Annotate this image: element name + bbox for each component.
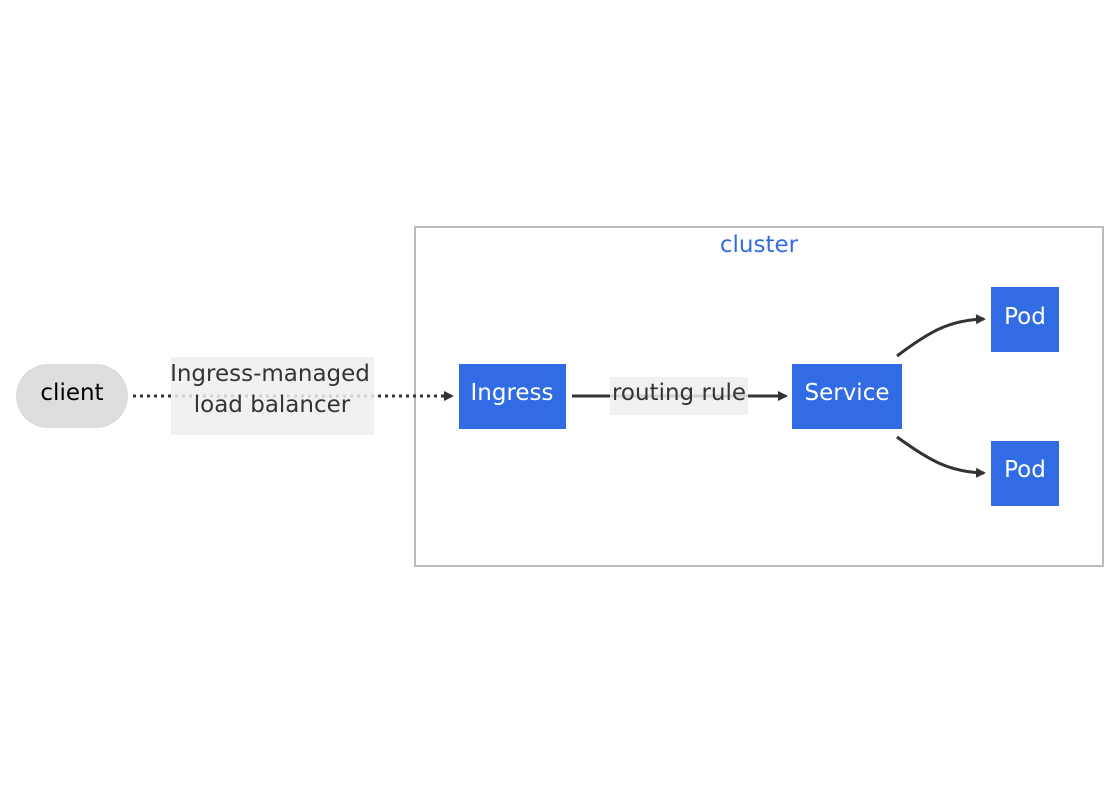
cluster-label: cluster bbox=[720, 232, 799, 258]
edge-label-load-balancer: Ingress-managed load balancer bbox=[170, 357, 374, 435]
node-pod-bottom[interactable]: Pod bbox=[991, 441, 1059, 506]
edge-service-to-pod-bottom bbox=[896, 435, 986, 478]
service-shape bbox=[792, 364, 902, 429]
pod-bottom-label: Pod bbox=[1004, 457, 1046, 483]
pod-top-label: Pod bbox=[1004, 304, 1046, 330]
client-label: client bbox=[40, 380, 103, 406]
client-shape bbox=[16, 364, 128, 428]
node-service[interactable]: Service bbox=[792, 364, 902, 429]
edge-label-background bbox=[610, 377, 748, 415]
edge-curve-top bbox=[896, 314, 986, 358]
ingress-label: Ingress bbox=[470, 380, 553, 406]
edge-label-background bbox=[171, 357, 374, 435]
edge-service-to-pod-top bbox=[896, 314, 986, 358]
service-label: Service bbox=[804, 380, 889, 406]
edge-curve-bottom bbox=[896, 435, 986, 478]
pod-bottom-shape bbox=[991, 441, 1059, 506]
edge-label-line-1: Ingress-managed bbox=[170, 361, 370, 387]
edge-label-routing: routing rule bbox=[612, 380, 746, 406]
ingress-shape bbox=[459, 364, 566, 429]
pod-top-shape bbox=[991, 287, 1059, 352]
node-pod-top[interactable]: Pod bbox=[991, 287, 1059, 352]
node-client[interactable]: client bbox=[16, 364, 128, 428]
edge-label-line-2: load balancer bbox=[194, 392, 351, 418]
edge-label-routing-rule: routing rule bbox=[610, 377, 748, 415]
node-ingress[interactable]: Ingress bbox=[459, 364, 566, 429]
